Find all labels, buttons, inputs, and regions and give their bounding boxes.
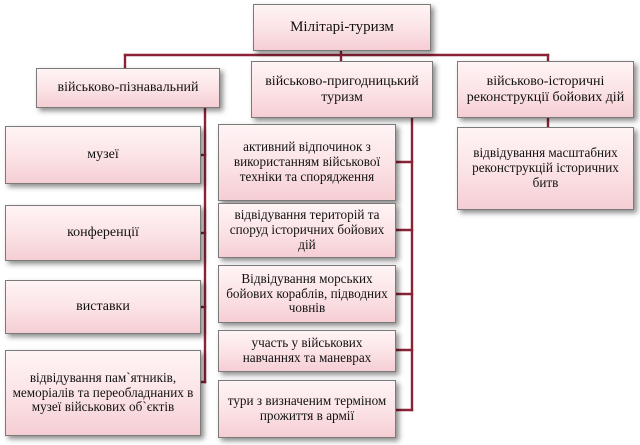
category-adventure: військово-пригодницький туризм [251,61,433,118]
item-exercises: участь у військових навчаннях та маневра… [218,330,396,372]
item-monuments: відвідування пам`ятників, меморіалів та … [5,350,201,436]
item-active-rest: активний відпочинок з використанням війс… [218,124,396,201]
root-node: Мілітарі-туризм [253,4,431,51]
item-reconstructions: відвідування масштабних реконструкцій іс… [457,127,634,210]
item-exhibitions: виставки [5,280,201,334]
item-army-tours: тури з визначеним терміном прожиття в ар… [218,380,396,438]
category-cognitive: військово-пізнавальний [36,68,220,108]
item-battle-sites: відвідування територій та споруд історич… [218,203,396,258]
item-museums: музеї [5,126,201,184]
item-conferences: конференції [5,205,201,261]
item-warships: Відвідування морських бойових кораблів, … [218,265,396,323]
category-reconstruction: військово-історичні реконструкції бойови… [457,61,634,118]
